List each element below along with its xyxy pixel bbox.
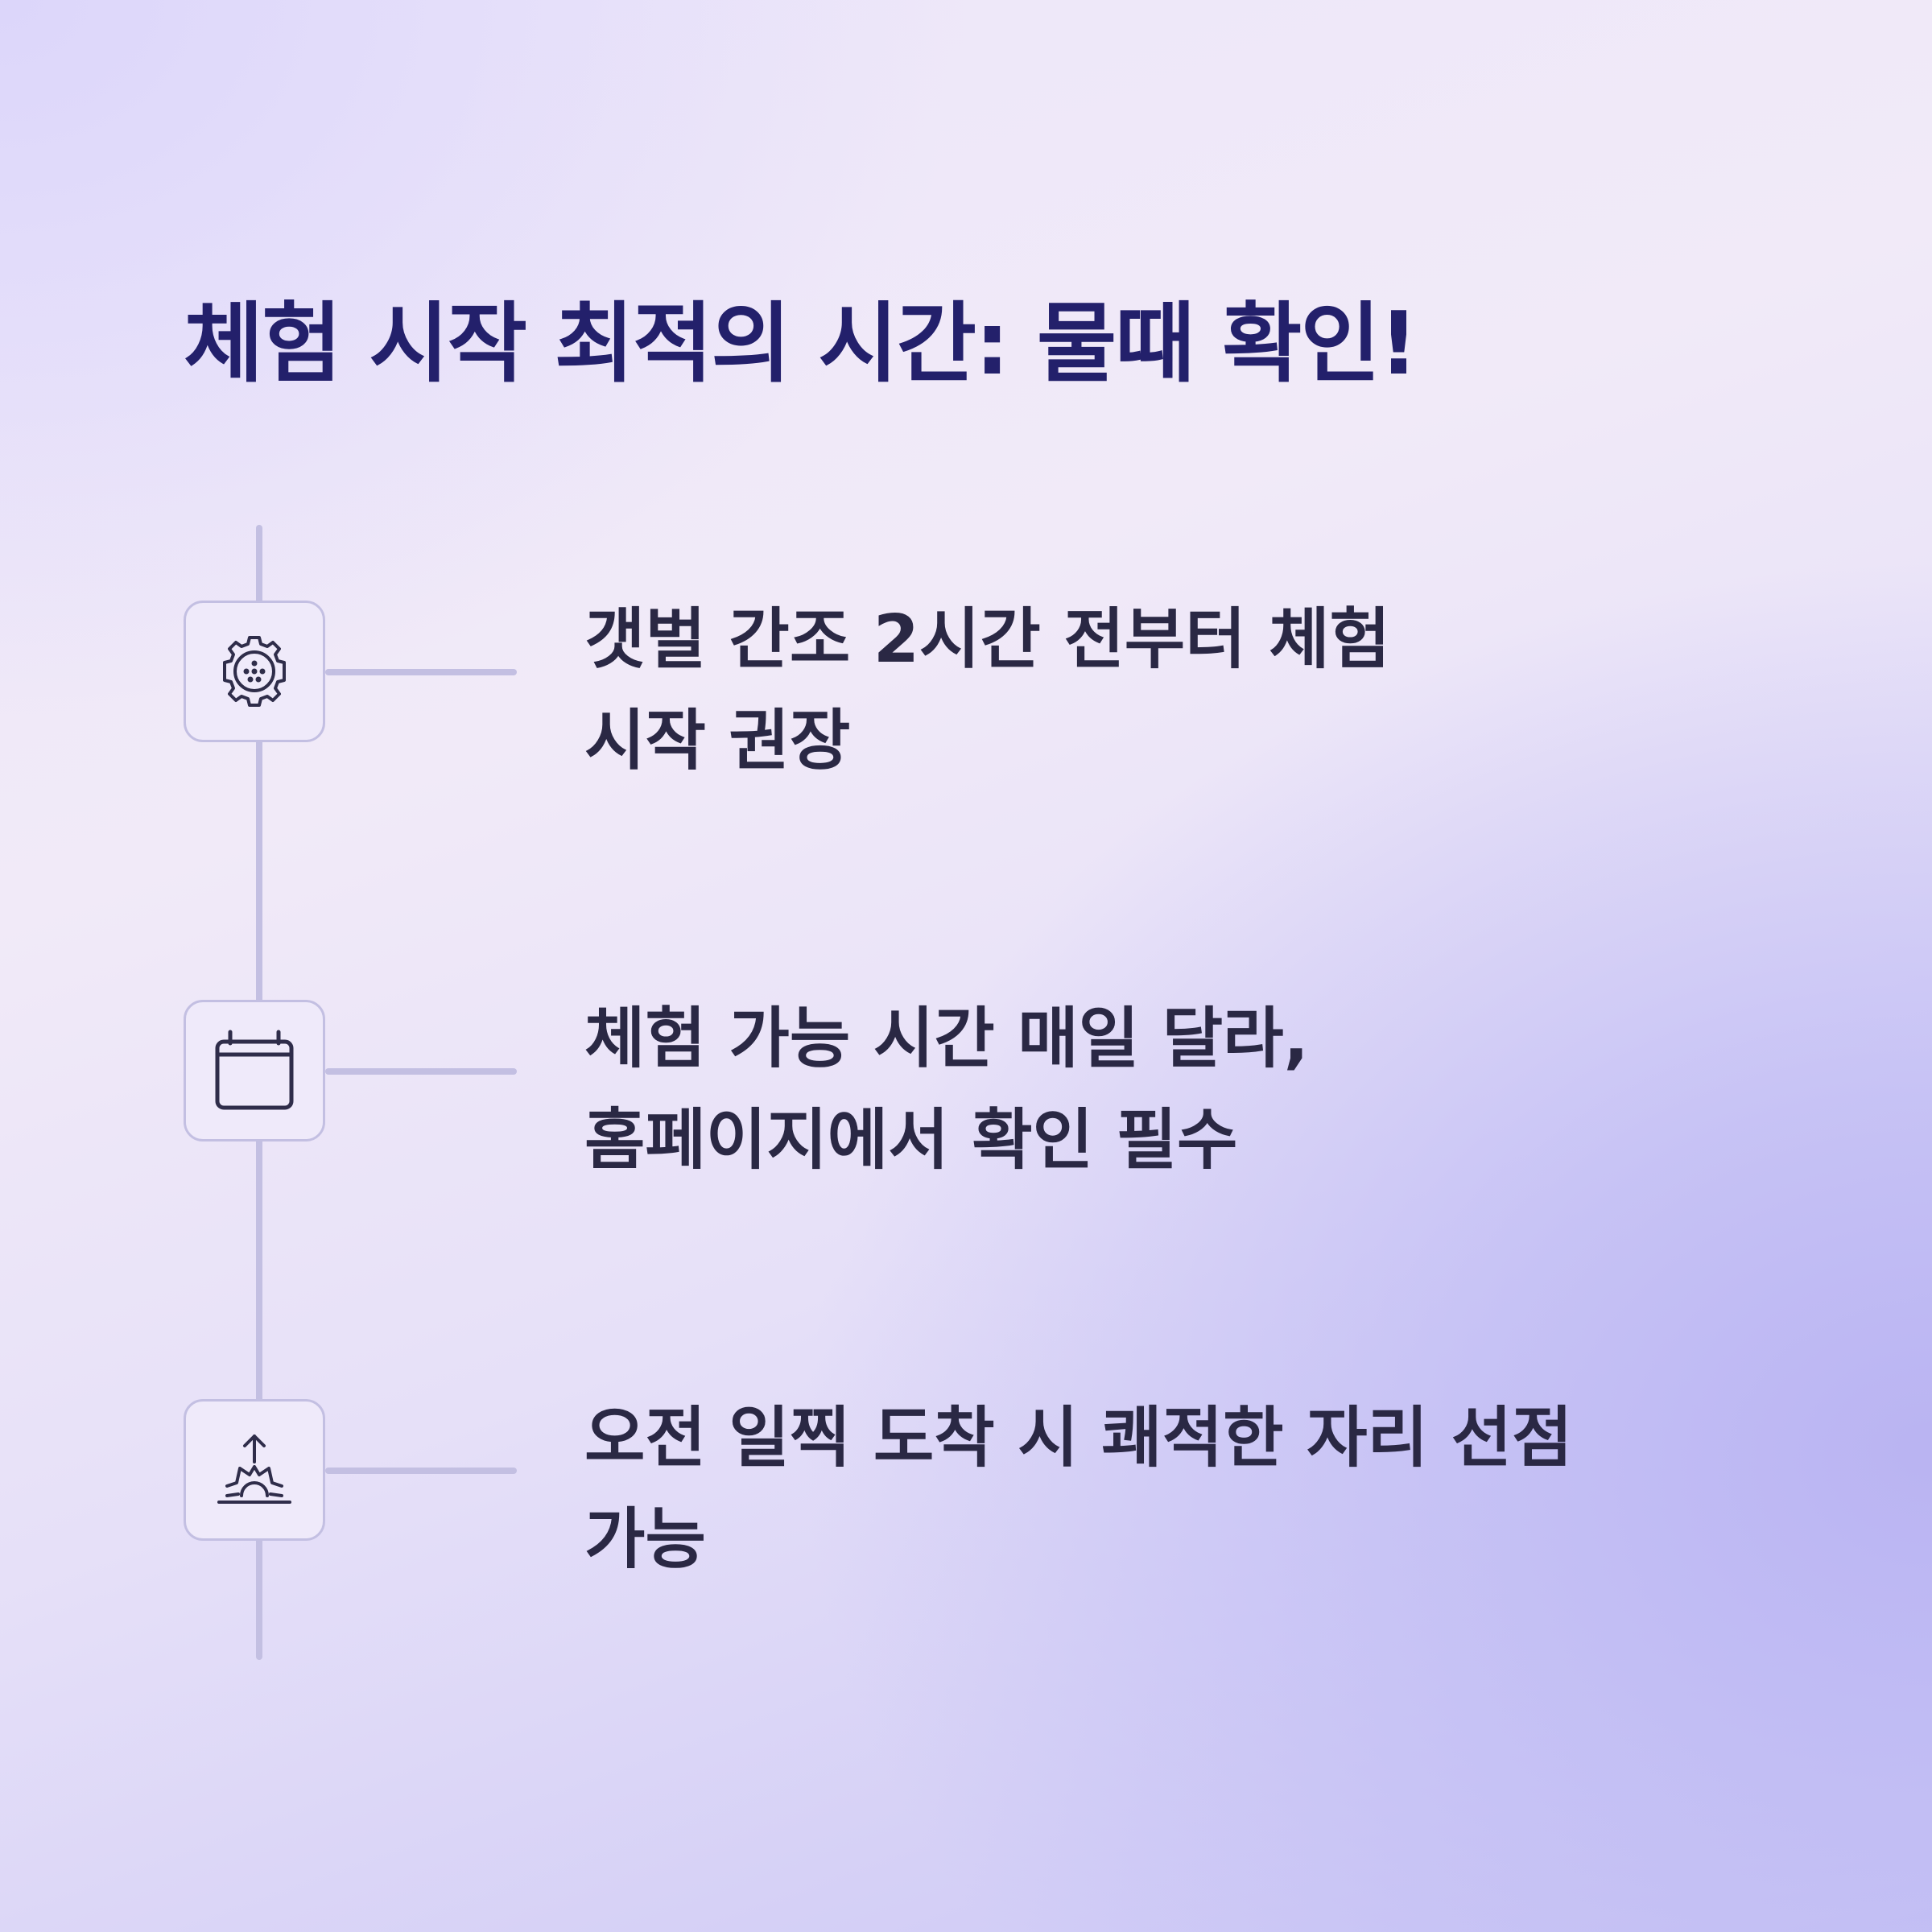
icon-box — [184, 1399, 325, 1541]
timeline-item: 오전 일찍 도착 시 쾌적한 자리 선점 가능 — [0, 0, 1932, 1578]
calendar-icon — [215, 1030, 294, 1110]
item-text: 오전 일찍 도착 시 쾌적한 자리 선점 가능 — [584, 1400, 1573, 1578]
icon-box — [184, 601, 325, 742]
connector-line — [325, 1068, 517, 1075]
page-title: 체험 시작 최적의 시간: 물때 확인! — [184, 294, 1418, 394]
timeline-item: 체험 가능 시간 매일 달라, 홈페이지에서 확인 필수 — [0, 0, 1932, 1179]
icon-box — [184, 1000, 325, 1141]
item-text: 갯벌 간조 2시간 전부터 체험 시작 권장 — [584, 601, 1391, 779]
connector-line — [325, 1468, 517, 1474]
timeline-item: 갯벌 간조 2시간 전부터 체험 시작 권장 — [0, 0, 1932, 779]
connector-line — [325, 669, 517, 675]
sunrise-icon — [217, 1435, 291, 1504]
gear-icon — [223, 636, 286, 707]
item-text: 체험 가능 시간 매일 달라, 홈페이지에서 확인 필수 — [584, 1001, 1309, 1179]
